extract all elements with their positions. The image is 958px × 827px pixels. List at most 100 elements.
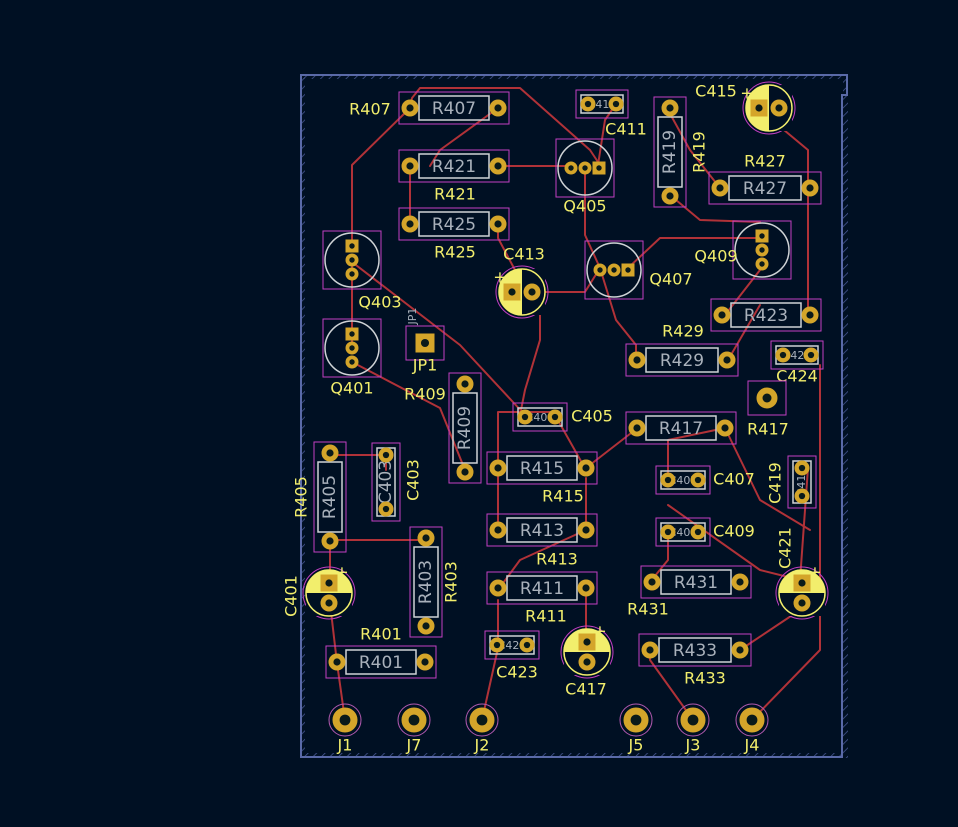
- silk-label: C413: [503, 245, 545, 264]
- drill-hole: [494, 162, 502, 170]
- silk-label: J3: [685, 736, 701, 755]
- body-outline: [728, 175, 802, 201]
- courtyard: [322, 318, 382, 378]
- drill-hole: [420, 338, 430, 348]
- body-ring: [745, 84, 793, 132]
- body-outline: [586, 242, 642, 298]
- fab-label: R415: [520, 459, 564, 479]
- fab-label: R409: [455, 406, 475, 450]
- courtyard: [732, 220, 792, 280]
- silk-label: C403: [404, 459, 423, 501]
- connector-j3: J3: [676, 703, 710, 755]
- fab-label: R431: [674, 573, 718, 593]
- courtyard: [625, 343, 739, 377]
- silk-label: C419: [766, 462, 785, 504]
- drill-hole: [422, 534, 430, 542]
- fab-label: R433: [673, 641, 717, 661]
- courtyard: [398, 91, 510, 125]
- silk-label: R429: [662, 322, 704, 341]
- drill-hole: [775, 104, 783, 112]
- drill-hole: [736, 578, 744, 586]
- trace-8: [584, 164, 601, 269]
- fab-label: R401: [359, 653, 403, 673]
- courtyard: [371, 442, 401, 522]
- drill-hole: [664, 528, 672, 536]
- trace-16: [727, 304, 761, 361]
- courtyard: [640, 565, 752, 599]
- drill-hole: [746, 714, 758, 726]
- polarity-mark: +: [493, 268, 506, 287]
- drill-hole: [625, 267, 631, 273]
- drill-hole: [349, 257, 355, 263]
- silk-label: R425: [434, 243, 476, 262]
- trace-10: [599, 267, 637, 361]
- drill-hole: [421, 658, 429, 666]
- drill-hole: [508, 288, 516, 296]
- silk-label: R405: [292, 476, 311, 518]
- drill-hole: [521, 413, 529, 421]
- silk-label: C405: [571, 407, 613, 426]
- silk-label: Q407: [649, 270, 692, 289]
- courtyard: [770, 340, 824, 370]
- fab-label: C423: [498, 639, 527, 652]
- transistor-q409: Q409: [694, 220, 792, 280]
- courtyard: [486, 451, 598, 485]
- transistor-q407: Q407: [584, 240, 693, 300]
- drill-hole: [798, 464, 806, 472]
- resistor-r423: R423: [710, 298, 822, 332]
- drill-hole: [494, 220, 502, 228]
- fab-label: R407: [432, 99, 476, 119]
- drill-hole: [807, 351, 815, 359]
- trace-27: [497, 529, 587, 591]
- courtyard: [328, 703, 362, 737]
- drill-hole: [759, 247, 765, 253]
- courtyard: [747, 380, 787, 416]
- drill-hole: [325, 579, 333, 587]
- drill-hole: [759, 261, 765, 267]
- fab-label: R405: [320, 475, 340, 519]
- courtyard: [708, 171, 822, 205]
- board-outline: [300, 74, 848, 758]
- drill-hole: [349, 331, 355, 337]
- trace-12: [667, 109, 721, 189]
- body-ring: [498, 268, 546, 316]
- silk-label: JP1: [412, 356, 438, 375]
- drill-hole: [633, 356, 641, 364]
- trace-23: [585, 429, 636, 469]
- drill-hole: [382, 451, 390, 459]
- fab-label: C403: [376, 460, 396, 504]
- drill-hole: [339, 714, 351, 726]
- silk-label: R421: [434, 185, 476, 204]
- fab-label: JP1: [406, 308, 419, 326]
- body-outline: [324, 232, 380, 288]
- fab-label: R413: [520, 521, 564, 541]
- drill-hole: [333, 658, 341, 666]
- polarity-mark: +: [808, 563, 821, 582]
- silk-label: R427: [744, 152, 786, 171]
- courtyard: [619, 703, 653, 737]
- drill-hole: [528, 288, 536, 296]
- courtyard: [676, 703, 710, 737]
- silk-label: C401: [282, 575, 301, 617]
- drill-hole: [648, 578, 656, 586]
- silk-label: J5: [628, 736, 644, 755]
- trace-42: [799, 467, 809, 581]
- courtyard: [512, 402, 568, 432]
- drill-hole: [762, 393, 772, 403]
- drill-hole: [408, 714, 420, 726]
- drill-hole: [721, 424, 729, 432]
- drill-hole: [798, 599, 806, 607]
- silk-label: R415: [542, 487, 584, 506]
- drill-hole: [646, 646, 654, 654]
- silk-label: R413: [536, 550, 578, 569]
- silk-label: J7: [406, 736, 422, 755]
- silk-label: C415: [695, 82, 737, 101]
